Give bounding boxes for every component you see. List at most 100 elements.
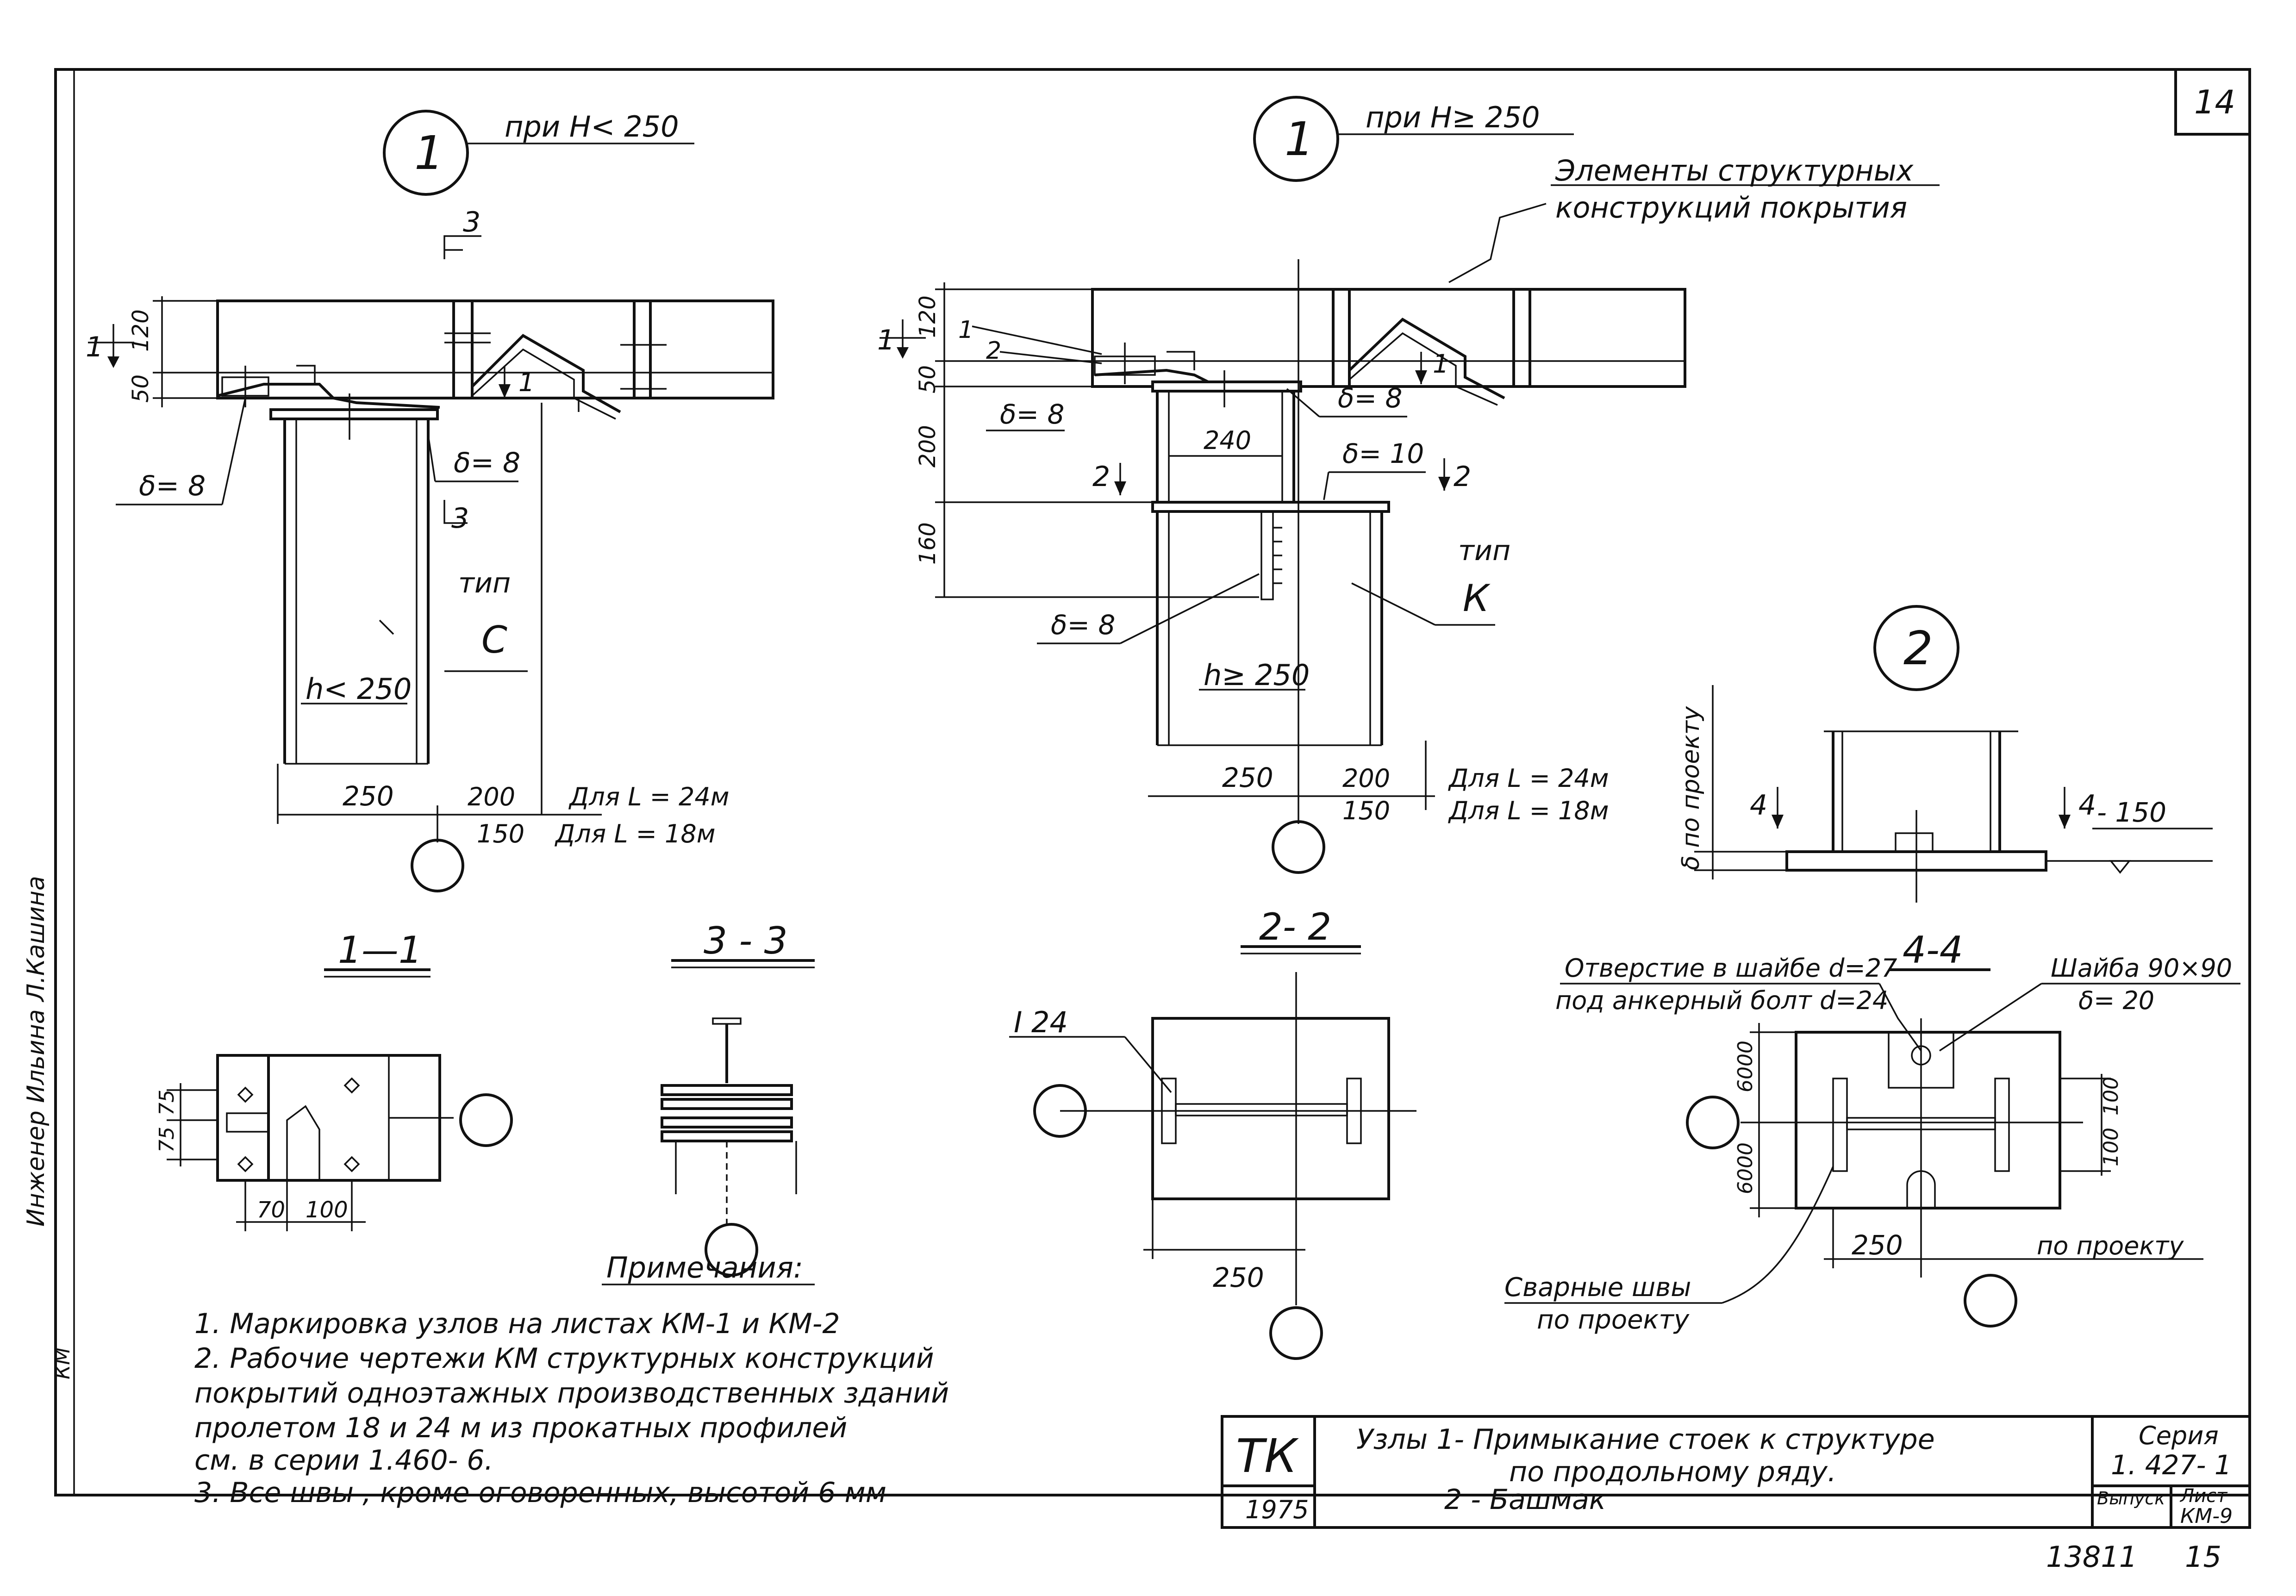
dim-100: 100: [306, 1197, 348, 1223]
margin-vertical-text: Инженер Ильина Л.Кашина: [22, 876, 50, 1227]
dim-100a: 100: [2099, 1077, 2123, 1116]
node1-left-marker: [383, 110, 469, 196]
title-line3: 2 - Башмак: [1444, 1484, 1606, 1516]
dim-150-right: 150: [1342, 796, 1390, 825]
section-4-4-axis-left: [1686, 1096, 1740, 1149]
delta8-right-a: δ= 8: [1000, 399, 1064, 430]
washer-line1: Шайба 90×90: [2051, 954, 2232, 983]
dim-200-right: 200: [915, 425, 941, 468]
delta10-right: δ= 10: [1342, 438, 1424, 469]
by-project: по проекту: [2037, 1231, 2184, 1260]
cut1-right-node-label: 1: [1433, 349, 1449, 379]
elements-line1: Элементы структурных: [1555, 154, 1914, 187]
dim-120-left: 120: [128, 309, 154, 352]
note-2-cont-c: см. в серии 1.460- 6.: [194, 1444, 493, 1477]
section-4-4-title: 4-4: [1903, 929, 1963, 972]
note-2: 2. Рабочие чертежи КМ структурных констр…: [194, 1342, 934, 1375]
section-4-4-axis-bottom: [1964, 1274, 2017, 1328]
node2-side-label: δ по проекту: [1677, 706, 1705, 870]
welds-line2: по проекту: [1537, 1305, 1690, 1335]
beam-i24: I 24: [1014, 1005, 1068, 1039]
for-24-left: Для L = 24м: [568, 782, 729, 811]
title-block: ТК 1975 Узлы 1- Примыкание стоек к струк…: [1221, 1415, 2251, 1529]
dim-75b: 75: [155, 1127, 179, 1153]
title-line2: по продольному ряду.: [1509, 1456, 1836, 1488]
type-value-left: С: [481, 618, 507, 661]
hole-line2: под анкерный болт d=24: [1555, 986, 1888, 1015]
section-2-2: 2- 2 I 24 250: [1009, 905, 1416, 1360]
dim-100b: 100: [2099, 1128, 2123, 1166]
h-label-right: h≥ 250: [1204, 658, 1310, 692]
dim-70: 70: [257, 1197, 285, 1223]
notes: Примечания: 1. Маркировка узлов на листа…: [194, 1251, 949, 1509]
node1-right-condition: при H≥ 250: [1366, 100, 1540, 134]
note-2-cont-a: покрытий одноэтажных производственных зд…: [194, 1377, 949, 1409]
cut2-right-label: 2: [1454, 461, 1471, 493]
washer-line2: δ= 20: [2078, 986, 2154, 1015]
org-tk: ТК: [1236, 1429, 1299, 1483]
axis-circle-right: [1272, 820, 1325, 874]
dim-left-a: 6000: [1734, 1041, 1757, 1092]
dim-250-left: 250: [343, 780, 394, 812]
for-18-right: Для L = 18м: [1448, 796, 1609, 825]
dim-200-right-b: 200: [1342, 764, 1390, 793]
note-1: 1. Маркировка узлов на листах КМ-1 и КМ-…: [194, 1308, 840, 1340]
type-value-right: К: [1463, 577, 1491, 620]
section-3-3-title: 3 - 3: [704, 919, 788, 962]
dim-160-right: 160: [915, 522, 941, 565]
type-label-right: тип: [1458, 535, 1510, 567]
hole-line1: Отверстие в шайбе d=27: [1565, 954, 1897, 983]
stamp-page: 15: [2185, 1540, 2221, 1574]
section-1-1: 1—1 75 75 70 100: [155, 929, 513, 1231]
node1-left-marker-label: 1: [414, 126, 444, 180]
welds-line1: Сварные швы: [1504, 1272, 1691, 1303]
for-24-right: Для L = 24м: [1448, 764, 1609, 793]
cut1-left-label: 1: [86, 331, 103, 363]
node1-left-condition: при H< 250: [505, 110, 679, 143]
node1-left: 1 при H< 250 3 3 120 50: [86, 110, 774, 892]
part2-label: 2: [986, 337, 1001, 365]
node2-level: - 150: [2097, 797, 2166, 828]
cut3-top-label: 3: [463, 206, 480, 238]
node1-right-marker-label: 1: [1285, 112, 1314, 166]
dim-150-left: 150: [477, 819, 524, 848]
section-3-3-axis: [705, 1223, 758, 1277]
year: 1975: [1245, 1495, 1309, 1524]
sheet-value: КМ-9: [2180, 1504, 2233, 1528]
node2-marker-label: 2: [1903, 621, 1933, 675]
cut4-right-label: 4: [2078, 789, 2096, 822]
cut1-right-arrow-label: 1: [877, 324, 895, 356]
section-2-2-axis-left: [1033, 1084, 1087, 1138]
delta8-left-a: δ= 8: [139, 470, 206, 502]
section-1-1-title: 1—1: [338, 929, 422, 972]
for-18-left: Для L = 18м: [555, 819, 715, 848]
delta8-right-b: δ= 8: [1338, 382, 1402, 414]
sheet-label: Лист: [2179, 1485, 2228, 1507]
dim-left-b: 6000: [1734, 1142, 1757, 1194]
dim-200-left: 200: [468, 782, 515, 811]
type-label-left: тип: [458, 567, 511, 599]
dim-50-left: 50: [128, 374, 154, 403]
notes-title: Примечания:: [606, 1251, 803, 1284]
section-2-2-title: 2- 2: [1259, 905, 1331, 948]
node2: 2 δ по проекту 4 4 - 150: [1677, 605, 2213, 903]
node1-right: 1 при H≥ 250 Элементы структурных констр…: [877, 96, 1940, 874]
series-value: 1. 427- 1: [2111, 1449, 2232, 1481]
node1-right-marker: [1253, 96, 1339, 182]
dim-120-right: 120: [915, 295, 941, 338]
node2-marker: [1873, 605, 1959, 691]
part1-label: 1: [958, 316, 973, 344]
stamp-number: 13811: [2046, 1540, 2137, 1574]
section-1-1-axis: [459, 1093, 513, 1147]
cut2-left-label: 2: [1092, 461, 1110, 493]
page-number-box: [2174, 68, 2251, 136]
title-line1: Узлы 1- Примыкание стоек к структуре: [1356, 1423, 1935, 1456]
dim-75a: 75: [155, 1090, 179, 1116]
dim-50-right: 50: [915, 365, 941, 393]
delta8-left-b: δ= 8: [454, 447, 520, 479]
cut1-right-label: 1: [518, 368, 535, 397]
dim-250-s44: 250: [1852, 1229, 1903, 1261]
cut4-left-label: 4: [1750, 789, 1767, 822]
section-2-2-axis-bottom: [1269, 1306, 1323, 1360]
